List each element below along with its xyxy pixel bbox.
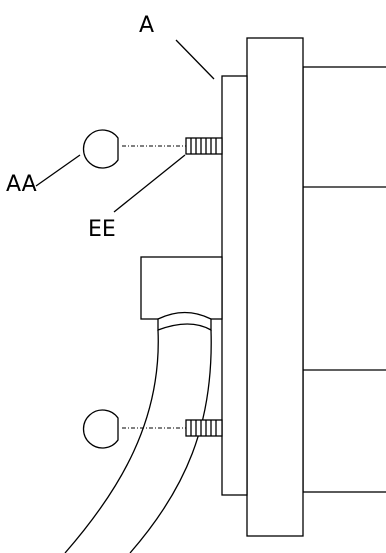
lower-screw [185, 419, 223, 437]
housing-block [302, 66, 386, 493]
bracket-block [140, 256, 223, 320]
label-a: A [139, 13, 154, 38]
mounting-plate [246, 37, 304, 537]
leader-line-a [175, 39, 215, 80]
lower-ball [82, 409, 186, 449]
label-aa: AA [6, 172, 37, 197]
leader-line-aa [35, 154, 81, 187]
label-ee: EE [88, 217, 116, 242]
leader-line-ee [113, 154, 186, 213]
part-a-plate [221, 75, 248, 496]
upper-ball [82, 129, 186, 169]
curved-tube [64, 311, 212, 553]
upper-screw [185, 137, 223, 155]
